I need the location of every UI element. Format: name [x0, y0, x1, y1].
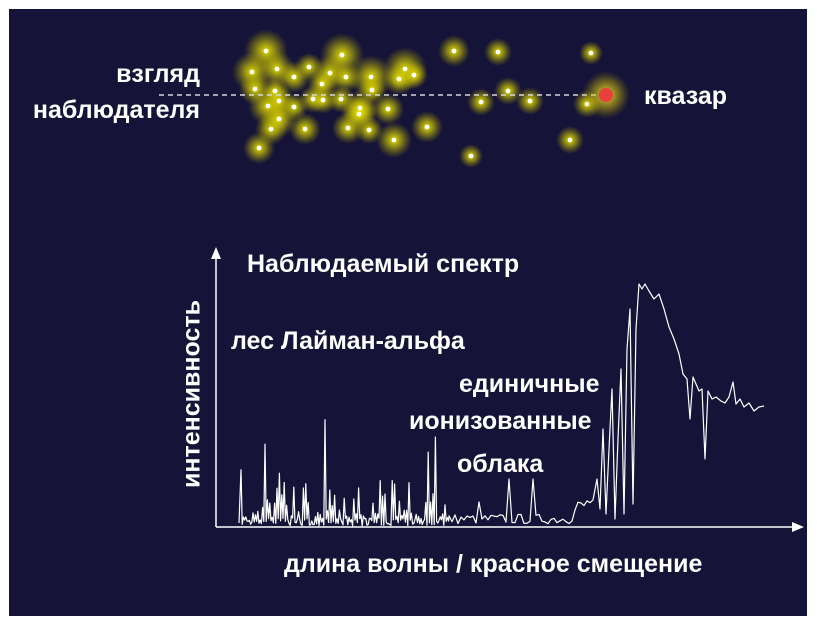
galaxy-core	[291, 104, 297, 110]
line-of-sight-label-1: взгляд	[116, 60, 200, 88]
galaxy-core	[256, 145, 262, 151]
galaxy-core	[505, 88, 511, 94]
galaxy-cluster	[232, 29, 603, 168]
galaxy-core	[252, 86, 258, 92]
quasar-label: квазар	[644, 82, 728, 110]
galaxy-core	[265, 103, 271, 109]
galaxy-core	[478, 99, 484, 105]
line-of-sight-label-2: наблюдателя	[32, 96, 200, 124]
galaxy-core	[276, 98, 282, 104]
galaxy-core	[268, 126, 274, 132]
galaxy-core	[424, 124, 430, 130]
galaxy-core	[369, 87, 375, 93]
galaxy-core	[339, 52, 345, 58]
galaxy-core	[338, 96, 344, 102]
galaxy-core	[274, 66, 280, 72]
galaxy-core	[495, 49, 501, 55]
galaxy-core	[320, 97, 326, 103]
galaxy-core	[451, 48, 457, 54]
galaxy-core	[567, 137, 573, 143]
galaxy-core	[468, 153, 474, 159]
single-clouds-label-1: единичные	[459, 370, 600, 398]
galaxy-core	[588, 50, 594, 56]
single-clouds-label-3: облака	[457, 450, 544, 478]
galaxy-core	[310, 96, 316, 102]
lyman-forest-label: лес Лайман-альфа	[231, 327, 465, 355]
galaxy-core	[291, 74, 297, 80]
galaxy-core	[357, 105, 363, 111]
galaxy-core	[276, 116, 282, 122]
galaxy-core	[368, 74, 374, 80]
galaxy-core	[366, 127, 372, 133]
galaxy-core	[319, 81, 325, 87]
galaxy-core	[396, 76, 402, 82]
y-axis-label: интенсивность	[177, 300, 206, 488]
galaxy-core	[272, 88, 278, 94]
galaxy-core	[345, 125, 351, 131]
galaxy-core	[385, 106, 391, 112]
x-axis-label: длина волны / красное смещение	[284, 550, 703, 578]
galaxy-core	[527, 98, 533, 104]
diagram-panel: взгляд наблюдателя квазар Наблюдаемый сп…	[9, 9, 807, 616]
galaxy-core	[306, 64, 312, 70]
galaxy-core	[327, 70, 333, 76]
galaxy-core	[356, 111, 362, 117]
diagram-canvas	[159, 29, 804, 532]
galaxy-core	[302, 126, 308, 132]
spectrum-title: Наблюдаемый спектр	[247, 250, 520, 278]
single-clouds-label-2: ионизованные	[409, 407, 592, 435]
galaxy-core	[411, 72, 417, 78]
galaxy-core	[343, 74, 349, 80]
galaxy-core	[402, 66, 408, 72]
galaxy-core	[391, 137, 397, 143]
spectrum-line	[238, 283, 765, 527]
galaxy-core	[249, 69, 255, 75]
galaxy-core	[263, 48, 269, 54]
quasar-icon	[599, 88, 613, 102]
